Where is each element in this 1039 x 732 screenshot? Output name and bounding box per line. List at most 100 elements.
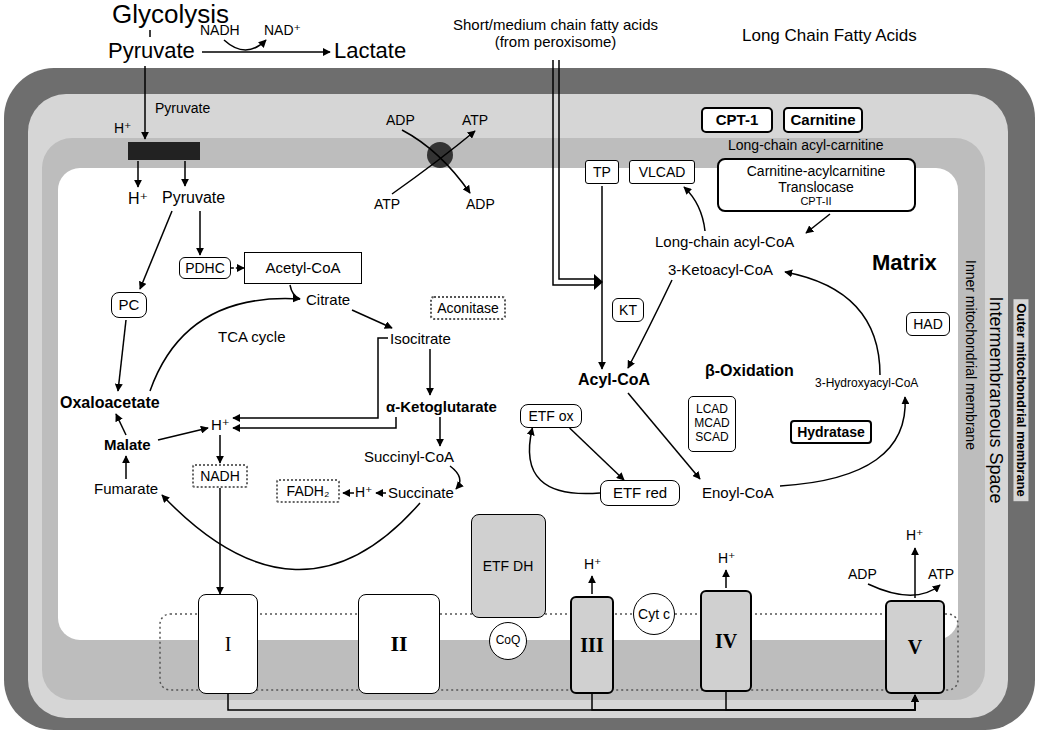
- process-box: HAD: [906, 312, 950, 336]
- node-text: TP: [593, 164, 611, 180]
- arrow: [199, 211, 201, 255]
- process-box: VLCAD: [629, 160, 695, 184]
- text-label: Fumarate: [94, 480, 158, 497]
- text-label: ATP: [374, 196, 400, 212]
- pyruvate-carrier: [128, 142, 200, 160]
- arrow: [184, 161, 186, 186]
- membrane-label: Intermembraneous Space: [986, 296, 1007, 503]
- intermembrane-space: [28, 94, 1008, 718]
- arrow: [144, 66, 146, 139]
- arrow: [785, 272, 880, 375]
- node-text: FADH₂: [287, 483, 330, 499]
- text-label: Succinyl-CoA: [364, 448, 454, 465]
- arrow-head: [594, 274, 603, 290]
- text-label: Long-chain acyl-CoA: [655, 233, 794, 250]
- connector: [592, 694, 915, 710]
- node-text: III: [580, 634, 603, 657]
- arrow: [137, 161, 139, 187]
- text-label: Short/medium chain fatty acids (from per…: [443, 16, 668, 51]
- arrow: [352, 310, 392, 328]
- text-label: H⁺: [584, 556, 602, 572]
- node-text: I: [225, 633, 232, 656]
- process-box: Aconitase: [430, 296, 506, 320]
- text-label: Citrate: [306, 291, 350, 308]
- membrane-label: Outer mitochondrial membrane: [1014, 299, 1029, 501]
- arrow: [224, 40, 266, 50]
- process-box: LCAD MCAD SCAD: [688, 396, 735, 452]
- arrow: [116, 414, 126, 435]
- node-text: Cyt c: [638, 606, 670, 622]
- arrow: [628, 280, 672, 368]
- process-box: FADH₂: [276, 479, 340, 503]
- node-text: PDHC: [185, 260, 225, 276]
- node-text: ETF red: [613, 484, 667, 501]
- text-label: NADH: [200, 22, 240, 38]
- process-box: ETF ox: [520, 404, 582, 428]
- matrix: [58, 168, 958, 640]
- node-text: CoQ: [496, 634, 521, 648]
- text-label: Oxaloacetate: [60, 394, 160, 412]
- text-label: H⁺: [114, 120, 132, 136]
- complex-box: IV: [700, 590, 752, 692]
- connector: [231, 267, 244, 269]
- chain-frame: [160, 614, 958, 690]
- node-text: ETF ox: [528, 408, 573, 424]
- arrow: [158, 428, 208, 440]
- node-text: IV: [715, 630, 737, 653]
- text-label: ATP: [928, 566, 954, 582]
- membrane-label: Inner mitochondrial membrane: [963, 260, 979, 450]
- proton-arrow: [725, 570, 727, 588]
- arrow: [219, 435, 221, 463]
- node-text: Carnitine-acylcarnitine Translocase: [724, 163, 909, 195]
- text-label: H⁺: [906, 527, 924, 543]
- node-text: Carnitine: [790, 111, 855, 128]
- arrow: [233, 417, 396, 428]
- connector: [219, 488, 221, 594]
- arrow: [149, 30, 151, 37]
- text-label: Pyruvate: [155, 100, 210, 116]
- text-label: Long-chain acyl-carnitine: [728, 137, 884, 153]
- text-label: Isocitrate: [390, 330, 451, 347]
- text-label: Enoyl-CoA: [702, 484, 774, 501]
- text-label: Pyruvate: [108, 38, 195, 63]
- text-label: Succinate: [388, 484, 454, 501]
- complex-box: I: [198, 594, 258, 694]
- process-box: Hydratase: [790, 420, 872, 444]
- inner-membrane: [42, 138, 985, 700]
- process-box: Carnitine-acylcarnitine TranslocaseCPT-I…: [717, 158, 916, 212]
- arrow: [806, 214, 830, 233]
- process-box: PC: [111, 292, 147, 318]
- text-label: NAD⁺: [264, 22, 301, 38]
- arrow: [118, 320, 126, 391]
- text-label: ATP: [462, 112, 488, 128]
- text-label: H⁺: [355, 484, 373, 500]
- text-label: Lactate: [334, 38, 406, 63]
- process-box: NADH: [192, 464, 248, 488]
- complex-box: II: [358, 594, 440, 694]
- complex-box: V: [885, 600, 945, 694]
- arrow: [343, 492, 354, 494]
- connector: [529, 428, 600, 494]
- node-text: VLCAD: [639, 164, 686, 180]
- arrow: [439, 417, 441, 446]
- arrow: [140, 211, 172, 289]
- arrow: [202, 51, 330, 53]
- node-text: II: [390, 631, 407, 656]
- text-label: H⁺: [128, 190, 148, 208]
- text-label: ADP: [386, 112, 415, 128]
- arrow: [392, 131, 475, 194]
- node-text: Acetyl-CoA: [265, 259, 340, 276]
- node-text: NADH: [200, 468, 240, 484]
- text-label: Long Chain Fatty Acids: [742, 26, 917, 46]
- node-text: CPT-1: [716, 111, 759, 128]
- text-label: β-Oxidation: [705, 362, 794, 380]
- proton-arrow: [591, 576, 593, 594]
- text-label: TCA cycle: [218, 328, 286, 345]
- arrow: [150, 299, 300, 391]
- complex-box: III: [570, 596, 614, 694]
- text-label: Matrix: [872, 250, 937, 275]
- arrow: [290, 285, 300, 299]
- node-text: V: [908, 636, 922, 659]
- text-label: Acyl-CoA: [578, 371, 650, 389]
- node-text: Hydratase: [797, 424, 865, 440]
